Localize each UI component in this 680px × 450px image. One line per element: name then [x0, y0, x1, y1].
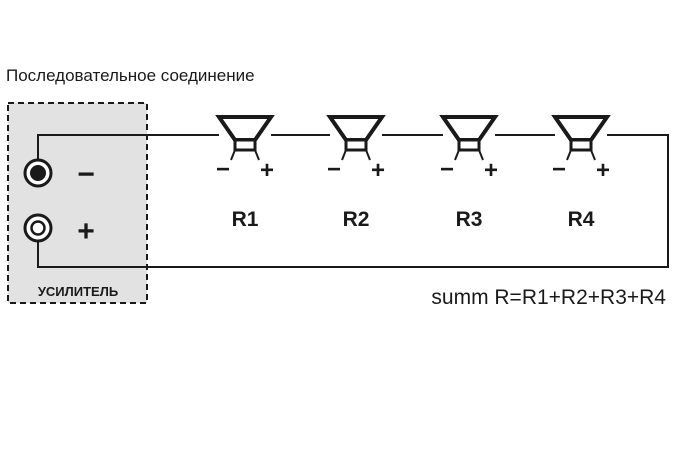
diagram-title: Последовательное соединение	[6, 66, 255, 85]
speaker-minus-sign: −	[216, 156, 230, 183]
series-wire	[37, 134, 669, 268]
speaker-minus-sign: −	[440, 156, 454, 183]
amplifier-label: УСИЛИТЕЛЬ	[38, 284, 118, 299]
speaker-magnet-icon	[233, 138, 257, 152]
speaker-magnet-icon	[457, 138, 481, 152]
wiring	[37, 134, 669, 268]
amplifier-terminal-negative	[23, 158, 53, 188]
speaker-magnet-icon	[344, 138, 368, 152]
speaker-2: − + R2	[326, 115, 386, 231]
speaker-label: R1	[232, 208, 259, 231]
speaker-3: − + R3	[439, 115, 499, 231]
speaker-plus-sign: +	[484, 157, 498, 184]
speaker-label: R4	[568, 208, 595, 231]
amplifier-box	[7, 102, 148, 304]
amplifier-terminal-positive	[23, 213, 53, 243]
amplifier-minus-sign: −	[77, 158, 95, 191]
speaker-minus-sign: −	[552, 156, 566, 183]
resistance-formula: summ R=R1+R2+R3+R4	[431, 286, 666, 309]
speaker-minus-sign: −	[327, 156, 341, 183]
amplifier-plus-sign: +	[77, 215, 95, 248]
speaker-plus-sign: +	[596, 157, 610, 184]
speaker-4: − + R4	[551, 115, 611, 231]
speaker-1: − + R1	[215, 115, 275, 231]
speaker-label: R3	[456, 208, 483, 231]
speaker-magnet-icon	[569, 138, 593, 152]
amplifier: − + УСИЛИТЕЛЬ	[7, 102, 148, 304]
speaker-plus-sign: +	[260, 157, 274, 184]
speaker-plus-sign: +	[371, 157, 385, 184]
speaker-label: R2	[343, 208, 370, 231]
speakers: − + R1 − + R2 − + R3 − + R4	[215, 115, 611, 231]
